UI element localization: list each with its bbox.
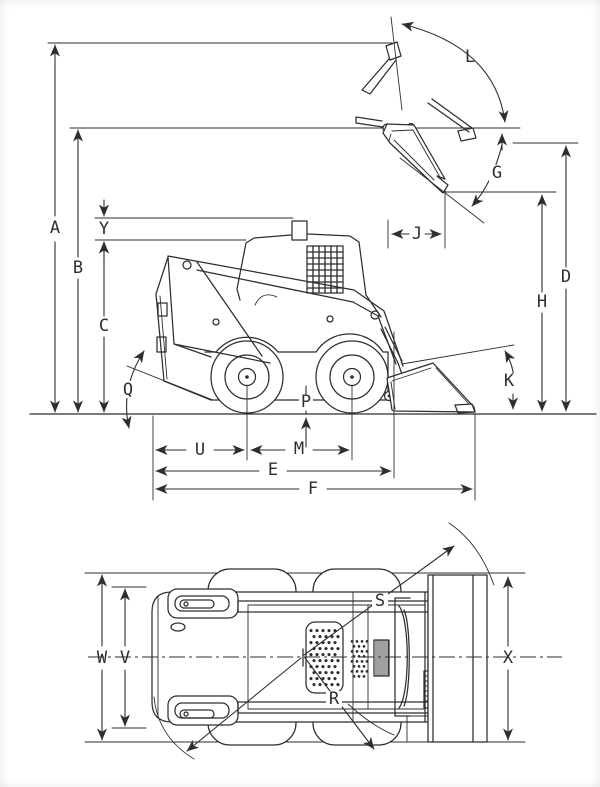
bucket-ground-position (386, 344, 515, 414)
dim-label-P: P (301, 392, 311, 412)
horizontal-dimensions (152, 189, 476, 501)
halo-G (489, 165, 505, 182)
dim-label-G: G (492, 163, 502, 183)
stripe-grille-frame (373, 639, 390, 677)
halo-S (372, 593, 388, 609)
dim-label-F: F (308, 479, 318, 499)
stripe-grille-lines (375, 639, 389, 677)
door-handle-plan (170, 622, 186, 632)
rear-wheel-center (245, 375, 249, 379)
bucket-plan (427, 574, 488, 743)
dim-label-H: H (537, 292, 547, 312)
rollback-arc-L (401, 21, 509, 123)
mesh-screen-grid (306, 245, 344, 294)
vent-dot-cluster (350, 640, 369, 678)
latch-pin-left (183, 601, 189, 607)
bucket-plan-inner-lines (432, 574, 474, 743)
dim-label-U: U (195, 440, 205, 460)
dim-label-C: C (99, 316, 109, 336)
ground-bucket-toe (454, 403, 476, 414)
dim-label-D: D (561, 267, 571, 287)
rolled-back-cutting-edge (385, 41, 402, 61)
halo-P (299, 395, 313, 410)
front-wheel-hub (342, 367, 362, 387)
beacon-stack (291, 220, 308, 241)
rear-radius-line (186, 657, 302, 752)
tower-bolt (212, 318, 220, 326)
arm-bolt (326, 315, 334, 323)
dim-label-R: R (329, 689, 340, 709)
ext-J-lines (387, 189, 446, 249)
bucket-strut-foot (457, 127, 477, 142)
departure-angle-tangent (126, 365, 214, 401)
dim-label-Q: Q (123, 380, 133, 400)
bucket-plan-outline (427, 574, 488, 743)
dim-label-E: E (268, 460, 278, 480)
dim-label-Y: Y (99, 219, 109, 239)
dim-label-L: L (465, 47, 475, 67)
cab-outline (236, 233, 382, 318)
top-view: W V X S R (84, 522, 562, 760)
bucket-strut (427, 98, 473, 133)
loader-machine-plan (151, 588, 439, 743)
dump-angle-extension-line (399, 157, 485, 224)
rollback-ref-line (390, 16, 403, 111)
lift-arm-tip (355, 116, 384, 128)
dim-label-X: X (503, 648, 514, 668)
dim-label-K: K (504, 371, 515, 391)
dim-label-B: B (73, 258, 83, 278)
dump-bucket-inner-lines (388, 129, 442, 181)
rear-tower-plate (167, 256, 271, 364)
sweep-arc-front (448, 522, 495, 586)
dim-label-J: J (412, 224, 422, 244)
dim-label-V: V (120, 648, 130, 668)
halo-K (501, 373, 517, 390)
dim-label-S: S (375, 591, 385, 611)
dump-bucket-outline (382, 123, 449, 194)
sweep-arc-rear (153, 696, 195, 760)
latch-pin-right (183, 711, 189, 717)
latch-slot-left (174, 595, 230, 612)
engine-screen-dots (309, 629, 340, 687)
arm-pivot-bolt (182, 260, 192, 270)
body-width-ticks (111, 586, 147, 729)
halo-R (326, 691, 342, 707)
width-dimensions (97, 574, 513, 741)
dim-label-A: A (50, 218, 60, 238)
boom-rail-left (237, 600, 431, 613)
latch-handle-left (179, 599, 215, 609)
dim-label-W: W (97, 648, 108, 668)
vertical-dimensions (50, 44, 571, 448)
rear-latch-upper (157, 302, 168, 317)
front-corner-step (406, 715, 429, 743)
rear-wheel-hub (237, 367, 257, 387)
angle-dimensions (121, 21, 518, 429)
rollback-angle-extension (401, 344, 515, 365)
rear-fender-left (167, 588, 239, 619)
sweep-arc-front-corner (347, 703, 395, 736)
lift-arm (167, 255, 404, 367)
rolled-back-bucket-side (361, 58, 397, 95)
latch-handle-right (179, 709, 215, 719)
halo-Q (121, 381, 136, 398)
rear-latch-lower (156, 336, 167, 353)
rear-profile (155, 256, 212, 401)
loader-machine-side (155, 220, 409, 414)
side-view: A B C Y Q L G J H D K U M E F P (29, 16, 597, 501)
control-lever (254, 294, 278, 306)
fenders (204, 333, 389, 353)
front-wheel-center (350, 375, 354, 379)
dim-label-M: M (294, 439, 304, 459)
